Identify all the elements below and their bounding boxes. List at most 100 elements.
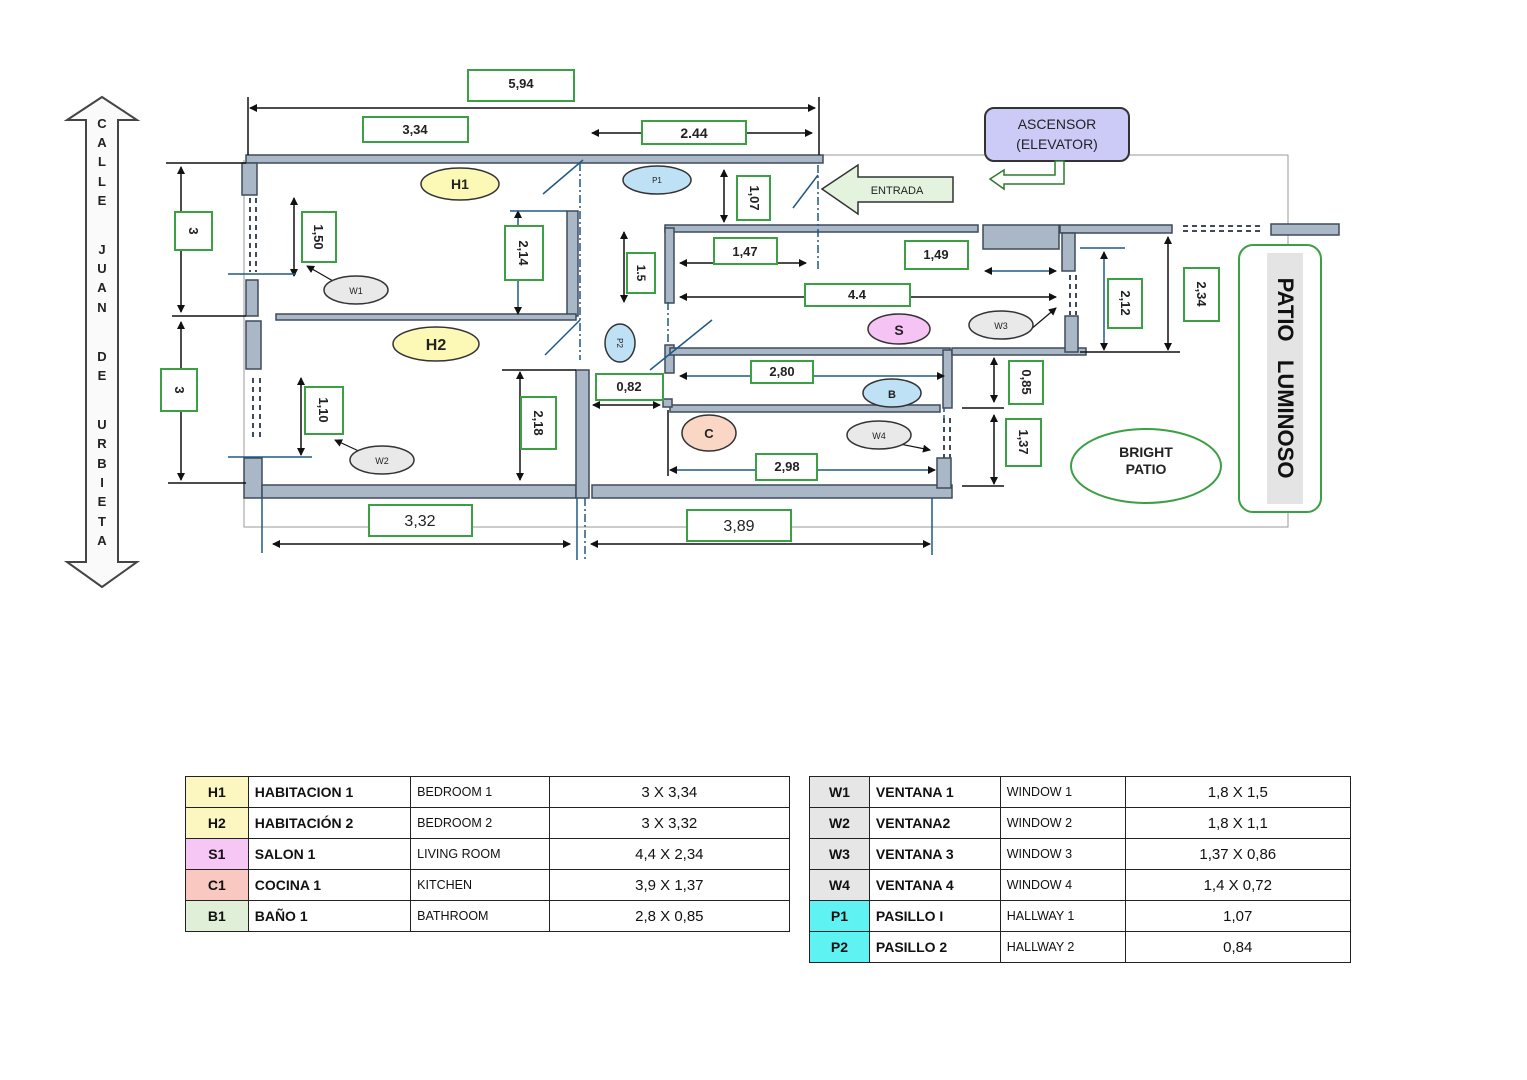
dim-h2-inner: 2,18 [531,410,546,435]
entrance-label: ENTRADA [871,185,924,197]
s-label: S [894,322,903,338]
dim-total-width: 5,94 [508,76,534,91]
street-letter: I [100,475,104,490]
row-code: W3 [809,838,870,870]
row-name-es: PASILLO 2 [868,931,1001,963]
b-label: B [888,389,896,401]
entrance-arrow [820,163,954,216]
p1-label: P1 [652,176,662,185]
elevator-arrow [988,160,1065,191]
dim-h1-door: 2,14 [516,240,531,266]
w2-label: W2 [375,456,389,466]
row-code: H1 [185,776,249,808]
row-name-es: PASILLO I [868,900,1001,932]
row-name-es: BAÑO 1 [247,900,412,932]
dim-p1-len: 1,07 [747,185,762,210]
walls [241,154,1340,499]
h2-label: H2 [426,337,447,354]
row-dims: 1,8 X 1,1 [1124,807,1352,839]
row-name-en: BEDROOM 2 [410,807,550,839]
row-code: B1 [185,900,249,932]
dim-p2-len: 0,82 [616,379,641,394]
street-letter: A [97,135,107,150]
dimension-boxes [160,69,1220,542]
row-code: W4 [809,869,870,901]
room-bubble-labels: H1 H2 P1 P2 S B C W1 W2 W3 W4 [349,176,1008,466]
street-letter: J [98,242,105,257]
bright-patio-ellipse [1070,428,1222,504]
bright-patio-label-2: PATIO [1126,461,1167,477]
elevator-label-2: (ELEVATOR) [1016,136,1098,152]
dim-salon-height: 2,34 [1194,281,1209,307]
street-letter: E [98,494,107,509]
row-code: W2 [809,807,870,839]
dim-h2-width: 3,32 [404,513,435,530]
bright-patio-label-1: BRIGHT [1119,444,1173,460]
street-letter: B [97,456,106,471]
street-letter: A [97,533,107,548]
dim-w3-gap: 1,49 [923,247,948,262]
row-dims: 3 X 3,34 [548,776,791,808]
row-name-es: HABITACION 1 [247,776,412,808]
dimension-lines-blue [228,210,1125,474]
street-letter: L [98,174,106,189]
dim-kitchen-height: 1,37 [1016,429,1031,454]
dim-w2-size: 1,10 [316,397,331,422]
patio-luminoso-label: PATIO LUMINOSO [1273,278,1298,479]
row-name-en: HALLWAY 1 [999,900,1126,932]
row-dims: 1,4 X 0,72 [1124,869,1352,901]
row-name-es: VENTANA 1 [868,776,1001,808]
row-name-es: VENTANA 4 [868,869,1001,901]
row-code: W1 [809,776,870,808]
row-name-es: VENTANA 3 [868,838,1001,870]
dim-bottom-right: 3,89 [723,518,754,535]
street-letter: E [98,368,107,383]
outer-outline [243,154,1289,528]
dim-hall-len: 1,47 [732,244,757,259]
dim-salon-width: 4.4 [848,287,867,302]
row-name-es: HABITACIÓN 2 [247,807,412,839]
w4-label: W4 [872,431,886,441]
row-dims: 4,4 X 2,34 [548,838,791,870]
dim-top-right: 2.44 [680,125,707,141]
h1-label: H1 [451,176,469,192]
street-letter: L [98,154,106,169]
dimension-texts: 5,94 3,34 2.44 3 3 1,50 1,10 2,14 2,18 3… [172,76,1209,535]
row-name-en: KITCHEN [410,869,550,901]
row-dims: 2,8 X 0,85 [548,900,791,932]
row-name-en: WINDOW 1 [999,776,1126,808]
dim-h2-height: 3 [172,386,187,393]
dim-kitchen-width: 2,98 [774,459,799,474]
row-name-es: COCINA 1 [247,869,412,901]
dim-h1-width: 3,34 [402,122,428,137]
row-code: C1 [185,869,249,901]
street-letter: C [97,116,107,131]
patio-luminoso-panel [1267,253,1303,504]
street-letter: E [98,193,107,208]
row-code: S1 [185,838,249,870]
windows [249,198,1260,458]
row-dims: 1,37 X 0,86 [1124,838,1352,870]
dim-h1-height: 3 [186,227,201,234]
row-code: P1 [809,900,870,932]
row-name-en: BEDROOM 1 [410,776,550,808]
w3-label: W3 [994,321,1008,331]
street-letter: D [97,349,106,364]
street-letter: N [97,300,106,315]
row-name-en: WINDOW 3 [999,838,1126,870]
row-dims: 1,07 [1124,900,1352,932]
row-dims: 3 X 3,32 [548,807,791,839]
row-name-en: HALLWAY 2 [999,931,1126,963]
row-dims: 3,9 X 1,37 [548,869,791,901]
